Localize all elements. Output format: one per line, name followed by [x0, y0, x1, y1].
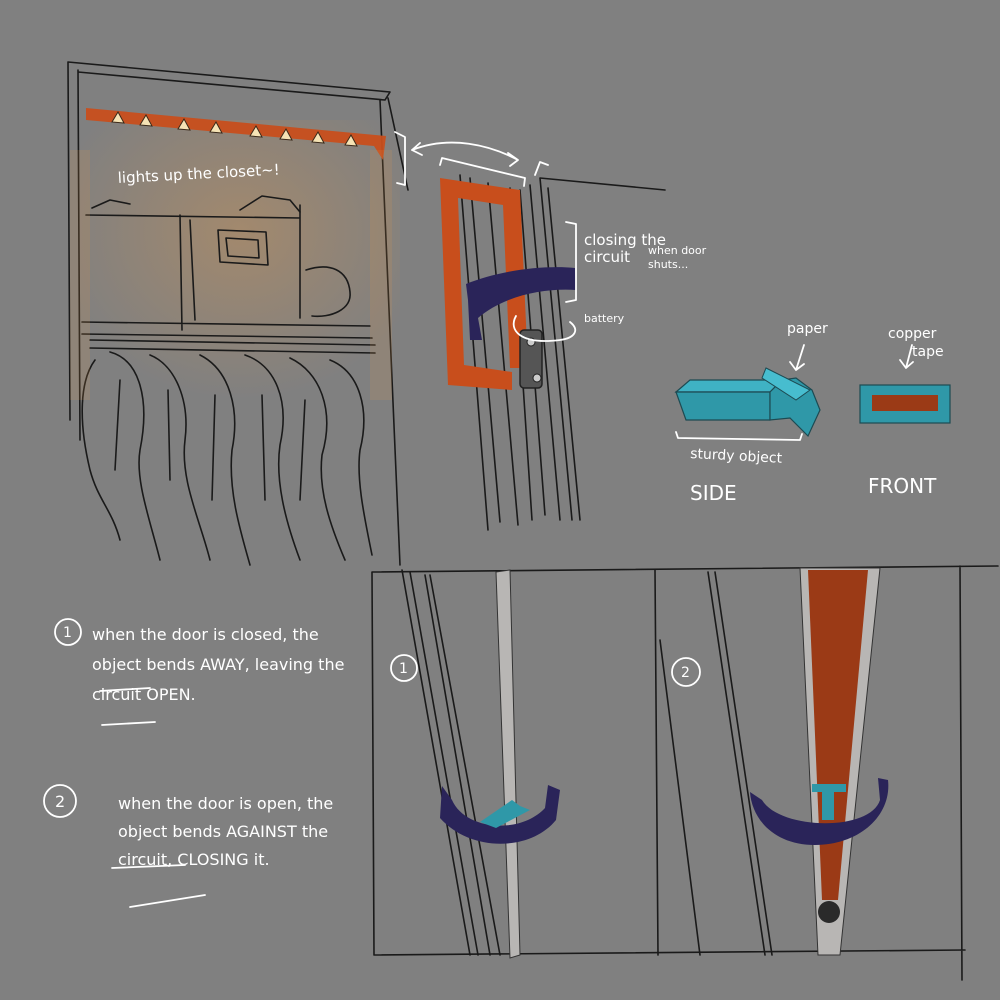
sturdy-object-side [675, 391, 771, 421]
copper-arrow [899, 344, 914, 369]
copper-label-2: tape [912, 344, 944, 360]
panel-2-number-circle [671, 657, 701, 687]
shelf-bag [305, 266, 351, 318]
panel-1 [390, 569, 560, 959]
battery-panel-2 [818, 901, 840, 923]
battery [519, 329, 543, 389]
step-1-number: 1 [63, 625, 72, 641]
hanging-rod [89, 339, 376, 354]
step-1-circle [54, 618, 82, 646]
step-panels [371, 565, 999, 981]
step-1-emphasis: AWAY [200, 655, 245, 674]
panel-2-number: 2 [681, 665, 690, 681]
door-detail [440, 174, 666, 531]
closet-frame [67, 61, 409, 566]
panel-1-number: 1 [399, 661, 408, 677]
step-2-text-end: it. [248, 850, 270, 869]
sturdy-bracket [675, 431, 803, 441]
battery-callout [512, 315, 577, 342]
door-top-bracket [439, 157, 549, 187]
closing-underline [129, 894, 206, 908]
step-1-text-mid: , leaving the circuit [92, 655, 345, 704]
door-edges [459, 174, 666, 531]
step-2-text-mid: the circuit, [118, 822, 329, 869]
step-2-note: when the door is open, the object bends … [118, 790, 358, 874]
panels-frame [371, 565, 999, 981]
sturdy-label: sturdy object [690, 446, 783, 467]
object-views [674, 344, 951, 441]
closet-sketch [67, 61, 409, 566]
step-1-emphasis-2: OPEN [146, 685, 191, 704]
step-2-text: when the door is open, the object bends [118, 794, 334, 841]
step-1-text: when the door is closed, the object bend… [92, 625, 319, 674]
object-panel-2 [812, 784, 846, 820]
open-underline [101, 721, 156, 726]
copper-tape-front [872, 395, 938, 411]
strip-bracket [394, 131, 406, 186]
bumper-panel-1 [440, 785, 560, 844]
circuit-label-2: circuit [584, 248, 630, 266]
shelf-box [217, 229, 269, 266]
shelf [81, 204, 373, 339]
hanging-clothes [81, 351, 373, 566]
paper-arrow [789, 344, 805, 371]
circuit-bracket [565, 221, 577, 303]
side-label: SIDE [690, 481, 737, 505]
bumper-strip [466, 267, 576, 340]
light-bulbs [111, 110, 358, 147]
closet-glow [80, 120, 400, 400]
circuit-label-1: closing the [584, 231, 666, 249]
copper-tape-loop [440, 178, 528, 390]
battery-label: battery [584, 312, 625, 325]
step-2-emphasis: AGAINST [226, 822, 297, 841]
circuit-label-3: when door [648, 244, 707, 257]
bumper-panel-2 [750, 778, 889, 845]
step-1-note: when the door is closed, the object bend… [92, 620, 362, 710]
panel-2 [659, 567, 889, 956]
step-2-circle [43, 784, 77, 818]
object-panel-1 [480, 800, 530, 828]
panels-divider [654, 569, 659, 956]
against-underline [111, 864, 186, 869]
closet-door-arrow [411, 141, 519, 167]
front-label: FRONT [868, 474, 937, 498]
step-2-emphasis-2: CLOSING [177, 850, 249, 869]
paper-label: paper [787, 321, 828, 337]
light-strip [86, 108, 386, 160]
away-underline [99, 687, 151, 692]
copper-label-1: copper [888, 326, 937, 342]
shelf-items [91, 195, 301, 213]
door-panel-1 [495, 569, 521, 959]
step-1-text-end: . [190, 685, 196, 704]
step-2-number: 2 [55, 792, 65, 811]
circuit-label-4: shuts... [648, 258, 688, 271]
panel-1-number-circle [390, 654, 418, 682]
